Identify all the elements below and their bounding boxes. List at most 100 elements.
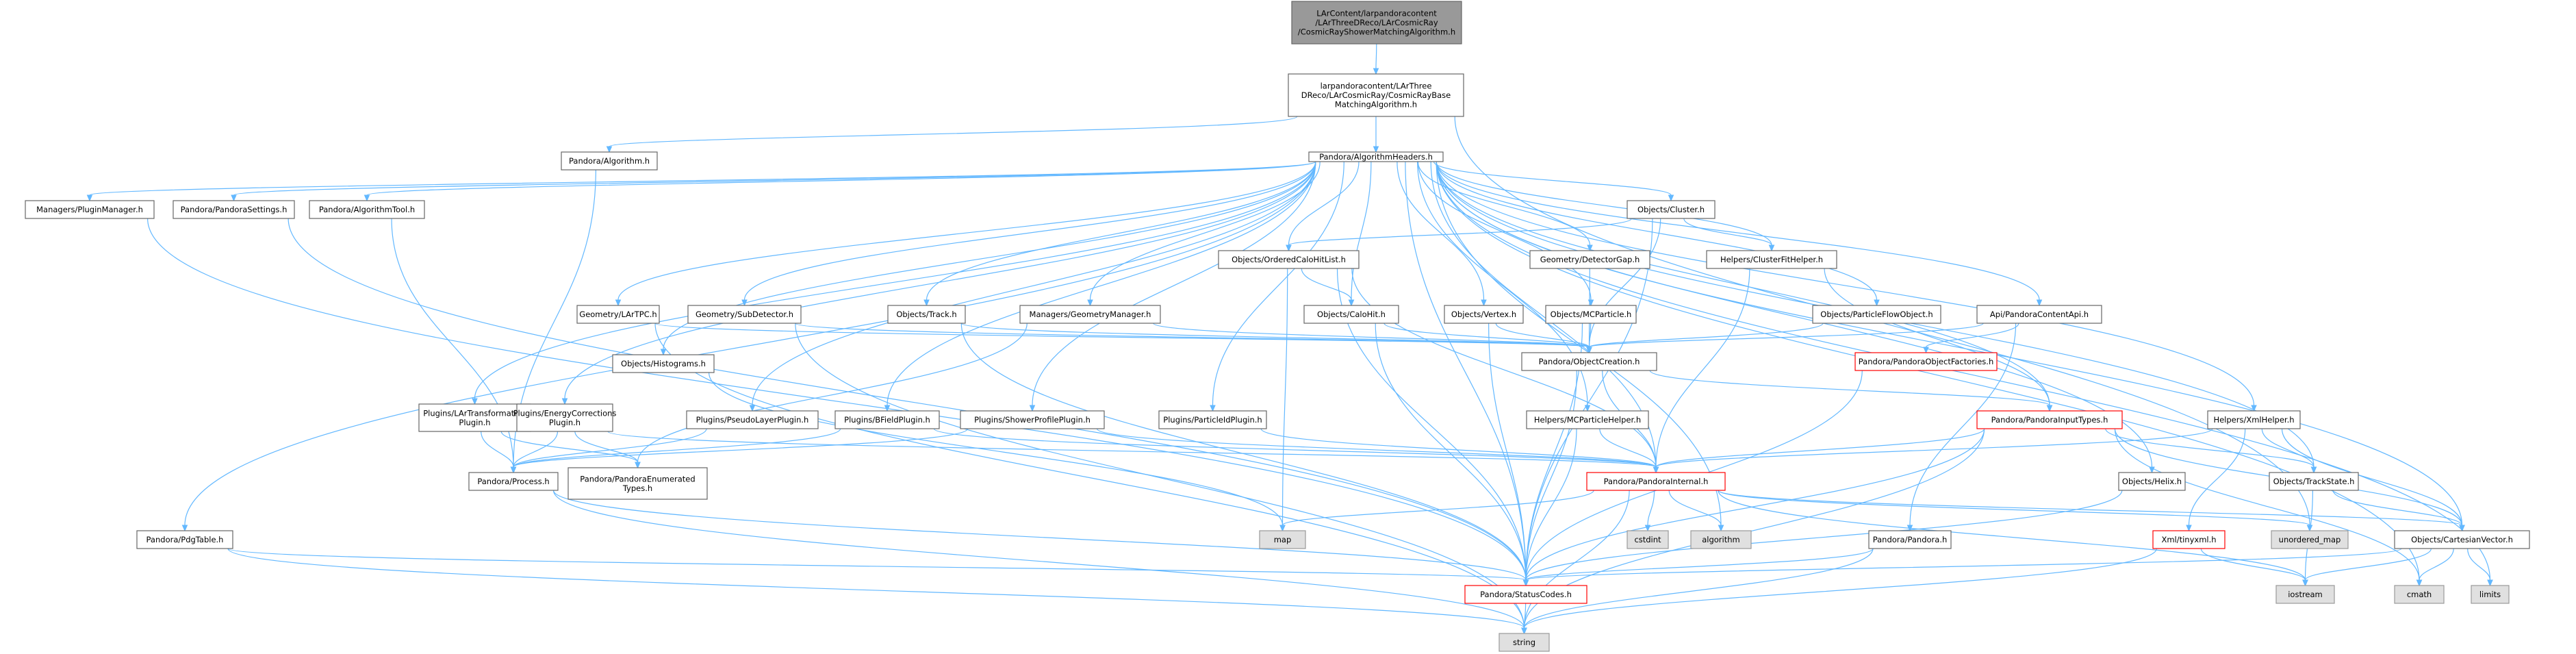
edge-ochl-to-calohit (1301, 268, 1352, 301)
node-atool[interactable]: Pandora/AlgorithmTool.h (309, 200, 425, 219)
node-tinyxml[interactable]: Xml/tinyxml.h (2152, 530, 2226, 549)
node-label: Objects/Vertex.h (1451, 310, 1516, 319)
node-vertex[interactable]: Objects/Vertex.h (1444, 305, 1524, 324)
node-cfh[interactable]: Helpers/ClusterFitHelper.h (1706, 250, 1837, 269)
edge-pbfp-to-pint (933, 428, 1657, 468)
node-box-process (468, 472, 559, 491)
node-pspp[interactable]: Plugins/ShowerProfilePlugin.h (960, 410, 1105, 429)
node-label: Pandora/Algorithm.h (569, 156, 650, 166)
node-label: LArContent/larpandoracontent (1316, 9, 1437, 18)
node-pint[interactable]: Pandora/PandoraInternal.h (1586, 472, 1726, 491)
node-histo[interactable]: Objects/Histograms.h (612, 354, 715, 373)
node-api[interactable]: Api/PandoraContentApi.h (1976, 305, 2102, 324)
node-subdet[interactable]: Geometry/SubDetector.h (687, 305, 802, 324)
node-label: Pandora/ObjectCreation.h (1539, 357, 1640, 366)
arrowhead-cluster-to-ochl (1286, 244, 1292, 252)
node-label: Plugins/ShowerProfilePlugin.h (974, 415, 1091, 425)
node-palg[interactable]: Pandora/Algorithm.h (561, 151, 658, 171)
node-status[interactable]: Pandora/StatusCodes.h (1464, 585, 1587, 604)
node-string: string (1499, 633, 1550, 652)
node-ppidp[interactable]: Plugins/ParticleIdPlugin.h (1158, 410, 1267, 429)
node-box-cluster (1627, 200, 1716, 219)
node-base[interactable]: larpandoracontent/LArThreeDReco/LArCosmi… (1288, 73, 1464, 117)
node-label: unordered_map (2279, 535, 2341, 544)
node-label: Helpers/ClusterFitHelper.h (1720, 255, 1823, 264)
node-process[interactable]: Pandora/Process.h (468, 472, 559, 491)
node-box-map (1259, 530, 1306, 549)
arrowhead-ahead-to-ppidp (1210, 405, 1216, 412)
node-label: Pandora/PdgTable.h (146, 535, 224, 544)
node-box-mcph (1526, 410, 1649, 429)
node-xmlh[interactable]: Helpers/XmlHelper.h (2207, 410, 2301, 429)
node-pbfp[interactable]: Plugins/BFieldPlugin.h (834, 410, 940, 429)
node-label: algorithm (1702, 535, 1740, 544)
edge-tstate-to-cvec (2332, 490, 2463, 526)
node-label: Geometry/DetectorGap.h (1540, 255, 1640, 264)
node-label: Objects/TrackState.h (2273, 477, 2355, 486)
edge-geomgr-to-penum (637, 323, 1028, 463)
edge-ahead-to-detgap (1417, 161, 1591, 246)
node-box-pplp (686, 410, 819, 429)
edge-ahead-to-pfo (1436, 161, 1878, 301)
node-label: Objects/MCParticle.h (1551, 310, 1632, 319)
node-box-mplug (25, 200, 155, 219)
edge-pint-to-map (1281, 490, 1594, 526)
node-box-pint (1586, 472, 1726, 491)
edge-ahead-to-cfh (1436, 161, 1772, 246)
node-calohit[interactable]: Objects/CaloHit.h (1303, 305, 1399, 324)
node-pof[interactable]: Pandora/PandoraObjectFactories.h (1854, 352, 1998, 371)
arrowhead-ahead-to-vertex (1481, 299, 1487, 307)
edge-xmlh-to-tstate (2261, 428, 2314, 468)
node-cvec[interactable]: Objects/CartesianVector.h (2394, 530, 2530, 549)
arrowhead-cluster-to-cfh (1768, 244, 1775, 252)
node-psett[interactable]: Pandora/PandoraSettings.h (173, 200, 295, 219)
edge-cvec-to-status (1525, 548, 2402, 581)
edge-calohit-to-status (1375, 323, 1527, 581)
node-ahead[interactable]: Pandora/AlgorithmHeaders.h (1308, 151, 1444, 162)
edge-pint-to-string (1523, 490, 1630, 629)
node-mplug[interactable]: Managers/PluginManager.h (25, 200, 155, 219)
node-ochl[interactable]: Objects/OrderedCaloHitList.h (1218, 250, 1360, 269)
edge-ahead-to-cmath (1436, 161, 2420, 581)
node-box-vertex (1444, 305, 1524, 324)
node-box-ppidp (1158, 410, 1267, 429)
node-pdg[interactable]: Pandora/PdgTable.h (136, 530, 233, 549)
node-label: Plugins/LArTransformation (423, 408, 526, 418)
edge-calohit-to-objcr (1383, 323, 1590, 348)
node-objcr[interactable]: Pandora/ObjectCreation.h (1521, 352, 1657, 371)
node-helix[interactable]: Objects/Helix.h (2118, 472, 2186, 491)
edge-api-to-objcr (1588, 323, 1984, 348)
node-root[interactable]: LArContent/larpandoracontent/LArThreeDRe… (1291, 1, 1462, 45)
node-mcp[interactable]: Objects/MCParticle.h (1545, 305, 1637, 324)
edge-helix-to-status (1525, 490, 2123, 581)
edges-layer (86, 43, 2493, 635)
node-mcph[interactable]: Helpers/MCParticleHelper.h (1526, 410, 1649, 429)
edge-geomgr-to-objcr (1153, 323, 1590, 348)
node-label: Objects/CaloHit.h (1317, 310, 1386, 319)
node-label: Managers/GeometryManager.h (1030, 310, 1151, 319)
edge-ahead-to-plartr (474, 161, 1316, 399)
node-pfo[interactable]: Objects/ParticleFlowObject.h (1812, 305, 1941, 324)
edge-ochl-to-pint (1351, 268, 1657, 468)
node-cluster[interactable]: Objects/Cluster.h (1627, 200, 1716, 219)
node-pinput[interactable]: Pandora/PandoraInputTypes.h (1976, 410, 2123, 429)
arrowhead-ahead-to-geomgr (1087, 299, 1093, 307)
node-geomgr[interactable]: Managers/GeometryManager.h (1019, 305, 1161, 324)
node-detgap[interactable]: Geometry/DetectorGap.h (1529, 250, 1650, 269)
node-box-umap (2271, 530, 2349, 549)
arrowhead-base-to-ahead (1373, 146, 1379, 153)
node-pplp[interactable]: Plugins/PseudoLayerPlugin.h (686, 410, 819, 429)
edge-pinput-to-pint (1655, 428, 1985, 468)
arrowhead-ahead-to-mcph (1584, 405, 1591, 412)
edge-vertex-to-objcr (1495, 323, 1590, 348)
node-tstate[interactable]: Objects/TrackState.h (2269, 472, 2359, 491)
node-track[interactable]: Objects/Track.h (887, 305, 966, 324)
node-box-pfo (1812, 305, 1941, 324)
node-lartpc[interactable]: Geometry/LArTPC.h (576, 305, 660, 324)
node-ppandora[interactable]: Pandora/Pandora.h (1868, 530, 1952, 549)
edge-tinyxml-to-string (1523, 548, 2157, 629)
